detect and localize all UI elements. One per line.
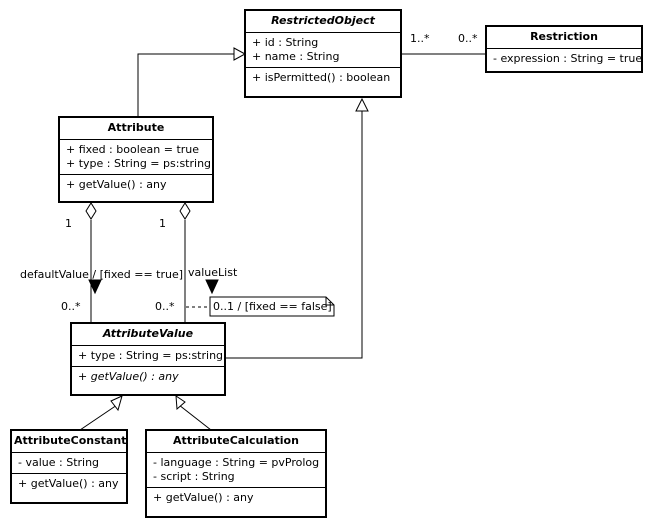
operation-row: + isPermitted() : boolean [252,71,391,84]
generalization-attributevalue-restrictedobject [225,110,363,359]
multiplicity-defaultvalue-target: 0..* [61,300,81,313]
attributes-section: - expression : String = true [487,48,643,69]
generalization-calculation-attributevalue [178,404,212,431]
attribute-row: - expression : String = true [493,52,643,65]
attribute-row: + type : String = ps:string [66,157,212,170]
attribute-row: - value : String [18,456,100,469]
generalization-constant-attributevalue [79,404,118,431]
multiplicity-restrictedobject-end: 1..* [410,32,430,45]
attributes-section: + fixed : boolean = true + type : String… [60,139,212,174]
operation-row: + getValue() : any [18,477,119,490]
attributes-section: - language : String = pvProlog - script … [147,452,325,487]
class-attribute-constant: AttributeConstant - value : String + get… [10,429,128,504]
class-name: Restriction [530,30,598,43]
role-valuelist: valueList [188,266,238,279]
navigability-arrowhead [205,279,219,295]
operation-row: + getValue() : any [153,491,254,504]
generalization-attribute-restrictedobject [137,53,235,117]
attribute-row: - script : String [153,470,235,483]
class-attribute: Attribute + fixed : boolean = true + typ… [58,116,214,203]
note-shape [209,296,335,317]
generalization-arrowhead [175,395,186,411]
class-restricted-object: RestrictedObject + id : String + name : … [244,9,402,98]
multiplicity-valuelist-source: 1 [159,217,166,230]
operations-section: + isPermitted() : boolean [246,67,400,88]
class-attribute-calculation: AttributeCalculation - language : String… [145,429,327,518]
attribute-row: + fixed : boolean = true [66,143,200,156]
generalization-arrowhead [355,97,369,112]
multiplicity-restriction-end: 0..* [458,32,478,45]
generalization-arrowhead [233,47,247,61]
aggregation-diamond [85,202,97,220]
operations-section: + getValue() : any [147,487,325,508]
multiplicity-defaultvalue-source: 1 [65,217,72,230]
operations-section: + getValue() : any [60,174,212,195]
class-name: AttributeConstant [14,434,127,447]
generalization-arrowhead [110,395,123,412]
attribute-row: + id : String [252,36,319,49]
attribute-row: + name : String [252,50,340,63]
role-defaultvalue: defaultValue / [fixed == true] [20,268,184,281]
note-text: 0..1 / [fixed == false] [213,300,332,313]
operation-row: + getValue() : any [66,178,167,191]
operations-section: + getValue() : any [72,366,224,387]
operations-section: + getValue() : any [12,473,126,494]
navigability-arrowhead [88,279,102,295]
attributes-section: + type : String = ps:string [72,345,224,366]
attributes-section: - value : String [12,452,126,473]
operation-row: + getValue() : any [78,370,179,383]
attributes-section: + id : String + name : String [246,32,400,67]
multiplicity-valuelist-target: 0..* [155,300,175,313]
attribute-row: - language : String = pvProlog [153,456,320,469]
class-name: AttributeValue [102,327,194,340]
class-name: AttributeCalculation [173,434,299,447]
aggregation-diamond [179,202,191,220]
class-restriction: Restriction - expression : String = true [485,25,643,73]
class-name: Attribute [107,121,165,134]
class-name: RestrictedObject [271,14,375,27]
attribute-row: + type : String = ps:string [78,349,224,362]
class-attribute-value: AttributeValue + type : String = ps:stri… [70,322,226,396]
note-fold [325,297,334,306]
